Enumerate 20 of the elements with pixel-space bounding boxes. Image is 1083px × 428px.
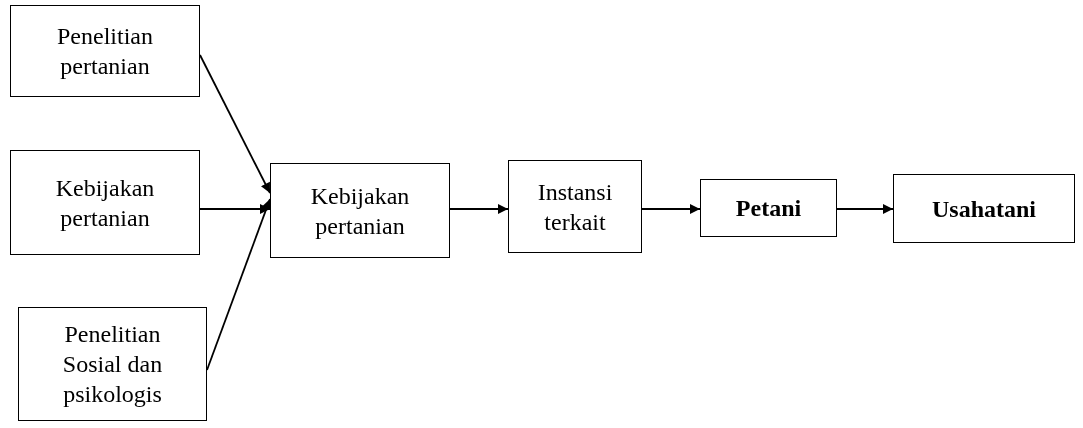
box-label: Kebijakan pertanian — [54, 173, 156, 233]
process-box — [10, 150, 200, 255]
arrow — [449, 204, 509, 214]
arrow — [206, 198, 272, 371]
process-box — [508, 160, 642, 253]
arrow — [641, 204, 701, 214]
box-label: Usahatani — [932, 194, 1036, 224]
process-box — [10, 5, 200, 97]
box-label: Kebijakan pertanian — [309, 181, 411, 241]
process-box — [700, 179, 837, 237]
process-box — [270, 163, 450, 258]
arrow — [836, 204, 894, 214]
arrow — [199, 204, 271, 214]
box-label: Penelitian pertanian — [56, 22, 154, 81]
box-label: Petani — [735, 194, 802, 223]
box-label: Instansi terkait — [536, 177, 614, 237]
box-label: Penelitian Sosial dan psikologis — [61, 320, 164, 409]
arrow — [199, 54, 271, 194]
process-box — [18, 307, 207, 421]
process-box — [893, 174, 1075, 243]
